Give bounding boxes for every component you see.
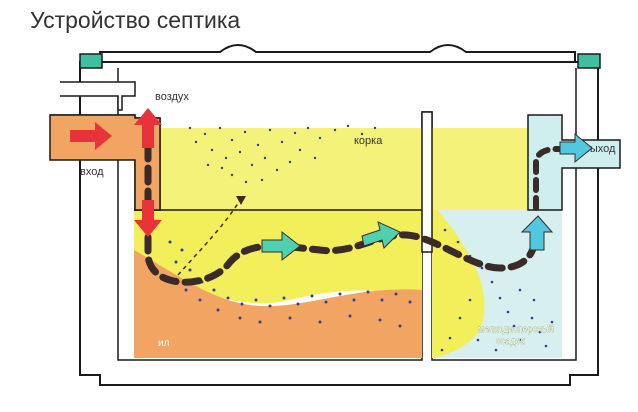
vent-left <box>79 53 103 69</box>
label-outlet: выход <box>584 143 616 155</box>
label-inlet: вход <box>80 166 104 178</box>
flow-path <box>144 141 540 286</box>
air-pipe <box>60 81 136 111</box>
green-arrows <box>261 221 401 262</box>
gas-path <box>177 199 241 276</box>
cyan-arrows <box>520 132 593 251</box>
label-air: воздух <box>155 91 189 103</box>
label-crust: корка <box>354 135 383 147</box>
outlet-pipe <box>527 114 621 211</box>
arrow-right-icon <box>70 122 112 150</box>
vent-right <box>577 53 601 69</box>
partition-wall <box>421 111 433 253</box>
label-sediment-line2: осадок <box>496 336 525 346</box>
sludge-particles <box>168 240 412 328</box>
arrow-down-icon <box>134 200 162 237</box>
label-sludge: ил <box>158 338 170 349</box>
diagram-title: Устройство септика <box>30 7 240 33</box>
crust-layer <box>134 128 422 210</box>
sediment-particles <box>440 228 554 352</box>
crust-particles <box>188 124 377 184</box>
red-arrows <box>70 108 162 237</box>
arrow-up-icon <box>134 108 162 148</box>
sludge-layer <box>134 250 422 358</box>
label-sediment-line1: мелкодисперсный <box>478 324 554 334</box>
arrow-up-icon <box>236 196 246 205</box>
